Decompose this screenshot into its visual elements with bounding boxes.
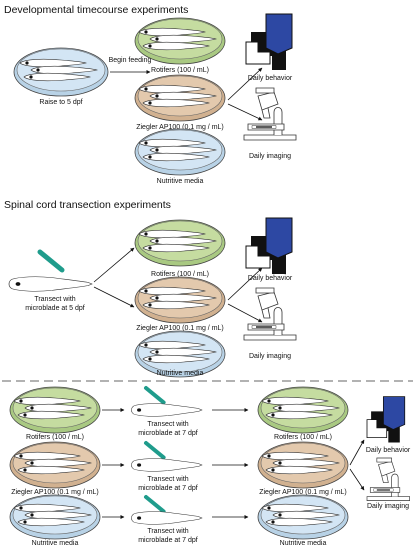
behavior-icon: [245, 13, 293, 71]
nutritive-label: Nutritive media: [157, 178, 204, 185]
microblade-icon: [146, 388, 164, 402]
rotifers-label: Rotifers (100 / mL): [151, 271, 209, 278]
start-dish: [13, 47, 109, 97]
dish-rotifers: [134, 17, 226, 65]
nutritive-label: Nutritive media: [280, 540, 327, 547]
late-transect-line2: microblade at 7 dpf: [138, 485, 198, 492]
behavior-label: Daily behavior: [366, 447, 411, 454]
ziegler-label: Ziegler AP100 (0.1 mg / mL): [136, 124, 224, 131]
ziegler-label: Ziegler AP100 (0.1 mg / mL): [259, 489, 347, 496]
timecourse-title: Developmental timecourse experiments: [4, 4, 188, 16]
begin-feeding-label: Begin feeding: [109, 57, 152, 64]
dish-rotifers: [9, 386, 101, 434]
nutritive-label: Nutritive media: [157, 370, 204, 377]
dish-rotifers: [134, 219, 226, 267]
microblade-icon: [40, 252, 62, 270]
larva-transect: [131, 458, 203, 472]
late-transect-line1: Transect with: [147, 421, 188, 428]
behavior-icon: [245, 217, 293, 275]
dish-nutritive: [134, 330, 226, 378]
ziegler-label: Ziegler AP100 (0.1 mg / mL): [136, 325, 224, 332]
late-transect-line1: Transect with: [147, 528, 188, 535]
transect-label-line1: Transect with: [34, 296, 75, 303]
rotifers-label: Rotifers (100 / mL): [26, 434, 84, 441]
dish-ziegler: [134, 276, 226, 324]
start-label: Raise to 5 dpf: [39, 99, 82, 106]
dish-ziegler: [257, 441, 349, 489]
larva-transect: [8, 276, 93, 292]
ziegler-label: Ziegler AP100 (0.1 mg / mL): [11, 489, 99, 496]
transect-label-line2: microblade at 5 dpf: [25, 305, 85, 312]
behavior-label: Daily behavior: [248, 275, 293, 282]
late-transect-line2: microblade at 7 dpf: [138, 430, 198, 437]
dish-rotifers: [257, 386, 349, 434]
microblade-icon: [146, 497, 164, 511]
imaging-label: Daily imaging: [249, 153, 291, 160]
late-transect-line1: Transect with: [147, 476, 188, 483]
dish-ziegler: [9, 441, 101, 489]
late-transect-line2: microblade at 7 dpf: [138, 537, 198, 544]
nutritive-label: Nutritive media: [32, 540, 79, 547]
transection-title: Spinal cord transection experiments: [4, 199, 171, 211]
imaging-label: Daily imaging: [249, 353, 291, 360]
behavior-label: Daily behavior: [248, 75, 293, 82]
microscope-icon: [366, 457, 411, 502]
imaging-label: Daily imaging: [367, 503, 409, 510]
rotifers-label: Rotifers (100 / mL): [151, 67, 209, 74]
microscope-icon: [243, 87, 297, 141]
microscope-icon: [243, 287, 297, 341]
behavior-icon: [366, 396, 406, 443]
dish-ziegler: [134, 74, 226, 122]
larva-transect: [131, 403, 203, 417]
dish-nutritive: [9, 494, 101, 540]
rotifers-label: Rotifers (100 / mL): [274, 434, 332, 441]
larva-transect: [131, 511, 203, 525]
dish-nutritive: [134, 128, 226, 176]
dish-nutritive: [257, 494, 349, 540]
microblade-icon: [146, 443, 164, 457]
